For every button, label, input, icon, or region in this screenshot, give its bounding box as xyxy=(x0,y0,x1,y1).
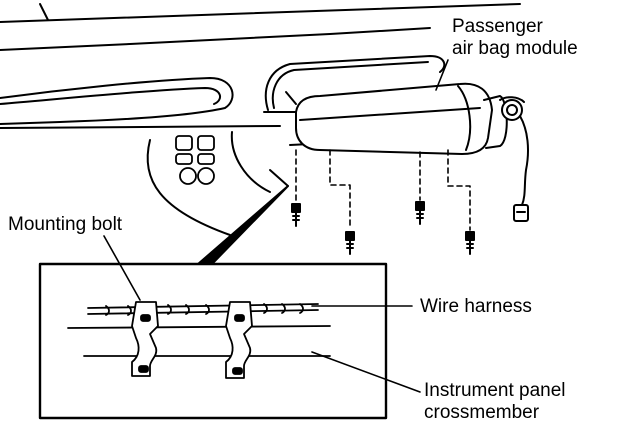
bolt-guide-lines xyxy=(295,149,471,231)
leader-crossmember xyxy=(311,351,421,393)
control-knobs xyxy=(175,135,215,185)
crossmember-lines xyxy=(67,325,331,357)
label-crossmember: Instrument panel crossmember xyxy=(424,380,566,424)
glovebox-opening xyxy=(263,55,446,113)
leader-mounting-bolt xyxy=(103,235,141,301)
wire-harness-detail xyxy=(87,303,319,316)
mounting-bolt-2 xyxy=(345,231,355,255)
detail-callout-wedge xyxy=(197,169,289,265)
airbag-connector xyxy=(499,96,529,222)
label-wire-harness: Wire harness xyxy=(420,296,532,317)
windshield-lines xyxy=(0,3,521,51)
dashboard-left xyxy=(0,77,331,236)
label-passenger-airbag: Passenger air bag module xyxy=(452,16,578,60)
detail-inset-frame xyxy=(38,262,388,420)
label-crossmember-line1: Instrument panel xyxy=(424,380,566,401)
mounting-bolt-1 xyxy=(291,203,301,227)
leader-airbag xyxy=(435,59,449,91)
label-passenger-airbag-line1: Passenger xyxy=(452,16,543,37)
mounting-bolt-4 xyxy=(465,231,475,255)
label-crossmember-line2: crossmember xyxy=(424,402,540,423)
label-mounting-bolt: Mounting bolt xyxy=(8,214,123,235)
leader-lines xyxy=(103,59,449,393)
label-passenger-airbag-line2: air bag module xyxy=(452,38,578,59)
airbag-module xyxy=(295,82,508,155)
harness-clamp-2 xyxy=(225,301,253,379)
mounting-bolt-3 xyxy=(415,201,425,225)
harness-clamp-1 xyxy=(131,301,159,377)
